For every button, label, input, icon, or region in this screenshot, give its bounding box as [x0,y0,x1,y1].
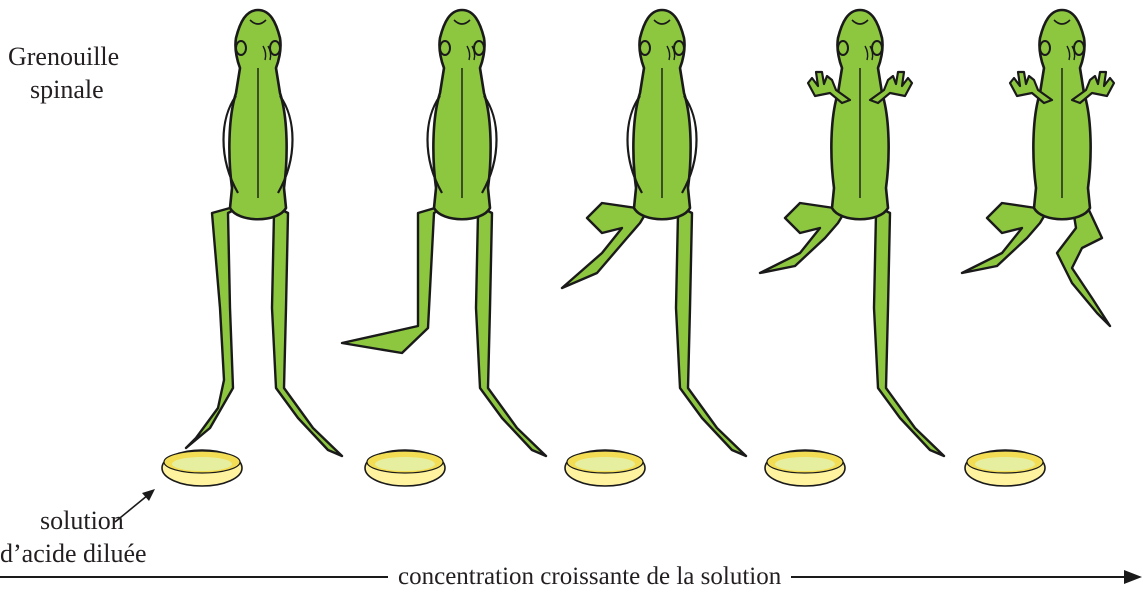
solution-label-line-2: d’acide diluée [0,541,147,567]
frog-stage-1 [186,10,342,456]
concentration-axis-label: concentration croissante de la solution [388,564,791,589]
frog-stage-2 [342,10,546,456]
acid-dish-4 [765,450,845,486]
dishes-layer [162,450,1045,486]
acid-dish-2 [365,450,445,486]
acid-dish-1 [162,450,242,486]
figure-title-line-2: spinale [30,77,104,103]
frog-stage-3 [562,10,746,456]
frog-stage-4 [760,10,944,456]
frogs-layer [186,10,1114,456]
figure-title-line-1: Grenouille [8,44,119,70]
acid-dish-5 [965,450,1045,486]
solution-label-line-1: solution [40,508,124,534]
acid-dish-3 [565,450,645,486]
frog-stage-5 [962,10,1114,326]
